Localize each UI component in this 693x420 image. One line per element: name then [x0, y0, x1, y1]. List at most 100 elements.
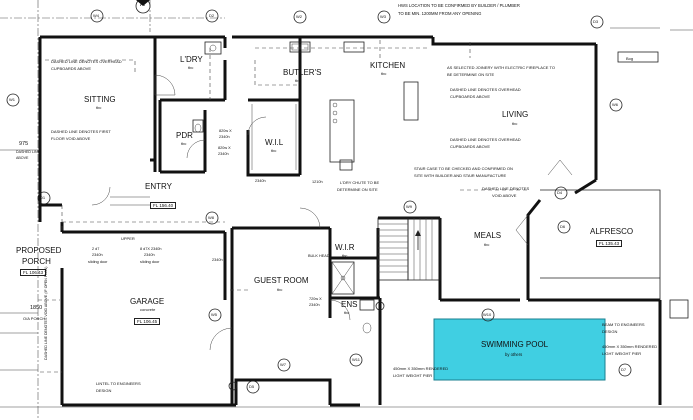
- dimension-oa-porch: O/A PORCH: [23, 316, 46, 321]
- note-ldry-chute-b: DETERMINE ON SITE: [337, 187, 378, 192]
- tag-d6: D6: [560, 224, 566, 229]
- note-pier-a: 450mm X 350mm RENDERED: [393, 366, 449, 371]
- note-hws-1: HWS LOCATION TO BE CONFIRMED BY BUILDER …: [398, 3, 520, 8]
- room-wir: W.I.R: [335, 243, 355, 252]
- tag-w8: W8: [208, 215, 214, 220]
- opening-pdr-2: 2340h: [219, 135, 230, 139]
- opening-entry-door: 2340h: [212, 258, 223, 262]
- opening-ens-2: 2340h: [309, 303, 320, 307]
- room-pdr-finish: tbc: [181, 141, 187, 146]
- note-pier-b: LIGHT WEIGHT PIER: [393, 373, 433, 378]
- note-void-a: DASHED LINE DENOTES: [482, 186, 530, 191]
- room-pdr: PDR: [176, 131, 193, 140]
- note-bulkhead: BULK HEAD: [308, 254, 330, 258]
- room-living-finish: tbc: [512, 121, 518, 126]
- note-lintel-a: LINTEL TO ENGINEERS: [96, 381, 141, 386]
- fixtures: [192, 41, 689, 334]
- interior-walls: [62, 37, 662, 405]
- room-meals: MEALS: [474, 231, 502, 240]
- note-overhead-2a: DASHED LINE DENOTES OVERHEAD: [450, 137, 521, 142]
- pool-title: SWIMMING POOL: [481, 340, 549, 349]
- note-first-floor-b: FLOOR VOID ABOVE: [51, 136, 91, 141]
- room-porch-line2: PORCH: [22, 257, 51, 266]
- swimming-pool: [433, 318, 606, 381]
- note-overhead-2b: CUPBOARDS ABOVE: [450, 144, 491, 149]
- tag-w6: W6: [612, 102, 618, 107]
- note-beam-d: LIGHT WEIGHT PIER: [602, 351, 642, 356]
- note-upper: UPPER: [121, 236, 135, 241]
- room-ens-finish: tbc: [344, 310, 350, 315]
- note-joinery-2: BE DETERMINE ON SITE: [447, 72, 495, 77]
- tag-w1: W1: [9, 97, 15, 102]
- tag-grid-a: A: [140, 1, 145, 8]
- tag-w10: W10: [483, 312, 492, 317]
- tag-w3: W3: [380, 14, 386, 19]
- opening-kitchen: 1210h: [312, 180, 323, 184]
- room-sitting-finish: tbc: [96, 105, 102, 110]
- opening-pdr-4: 2340h: [218, 152, 229, 156]
- note-stair-a: STAIR CASE TO BE CHECKED AND CONFIRMED O…: [414, 166, 513, 171]
- note-stair-b: SITE WITH BUILDER AND STAIR MANUFACTURE: [414, 173, 507, 178]
- note-overhead-1a: DASHED LINE DENOTES OVERHEAD: [450, 87, 521, 92]
- pool-subtitle: by others: [505, 352, 523, 357]
- tag-d1: D1: [40, 195, 46, 200]
- dimension-1850: 1850: [30, 305, 43, 311]
- room-butlers: BUTLER'S: [283, 68, 322, 77]
- room-porch-line1: PROPOSED: [16, 246, 62, 255]
- window-door-tags: [6, 0, 632, 394]
- tag-w4: W4: [93, 13, 99, 18]
- tag-w11: W11: [352, 357, 360, 362]
- note-garage-void: DASHED LINE DENOTES VOID ABOVE (IF OPEN …: [44, 266, 48, 360]
- canopy-note-c: ABOVE: [16, 156, 29, 160]
- note-sitting-overhead-b: CUPBOARDS ABOVE: [51, 66, 92, 71]
- staircase: [377, 217, 441, 281]
- room-porch-level: FL 106.43: [20, 269, 47, 276]
- tag-w9: W9: [406, 204, 412, 209]
- room-wil: W.I.L: [265, 138, 284, 147]
- opening-ens-1: 720w X: [309, 297, 322, 301]
- room-entry: ENTRY: [145, 182, 172, 191]
- opening-pdr-3: 820w X: [218, 146, 231, 150]
- opening-wil-window: 2340h: [255, 179, 266, 183]
- note-bbq: Bog: [626, 56, 634, 61]
- room-living: LIVING: [502, 110, 529, 119]
- opening-garage-door-2: 8 d7X 2340h: [140, 247, 162, 251]
- room-wir-finish: tbc: [342, 253, 348, 258]
- tag-w2: W2: [296, 14, 302, 19]
- opening-garage-door-1b: 2340h: [92, 253, 103, 257]
- canopy-note-a: DASHED LINE: [16, 150, 40, 154]
- room-ens: ENS: [341, 300, 358, 309]
- room-ldry-finish: tbc: [188, 65, 194, 70]
- room-guest-finish: tbc: [277, 287, 283, 292]
- dashed-overheads: [38, 40, 527, 373]
- tag-d5: D5: [249, 384, 255, 389]
- note-hws-2: TO BE MIN. 1200MM FROM ANY OPENING: [398, 11, 482, 16]
- tag-d2: D2: [209, 13, 215, 18]
- room-alfresco: ALFRESCO: [590, 227, 634, 236]
- room-garage: GARAGE: [130, 297, 165, 306]
- note-overhead-1b: CUPBOARDS ABOVE: [450, 94, 491, 99]
- room-guest: GUEST ROOM: [254, 276, 309, 285]
- room-alfresco-level: FL 135.43: [596, 240, 623, 247]
- note-beam-b: DESIGN: [602, 329, 618, 334]
- note-beam-c: 450mm X 350mm RENDERED: [602, 344, 658, 349]
- note-first-floor-a: DASHED LINE DENOTES FIRST: [51, 129, 111, 134]
- tag-d4: D4: [557, 190, 563, 195]
- note-void-b: VOID ABOVE: [492, 193, 517, 198]
- tag-d7: D7: [621, 367, 627, 372]
- room-kitchen: KITCHEN: [370, 61, 406, 70]
- room-sitting: SITTING: [84, 95, 116, 104]
- opening-garage-door-1c: sliding door: [88, 260, 108, 264]
- opening-garage-door-1: 2 d7: [92, 247, 100, 251]
- opening-pdr-1: 820w X: [219, 129, 232, 133]
- room-garage-finish: concrete: [140, 307, 156, 312]
- tag-w7: W7: [280, 362, 286, 367]
- door-swings: [91, 74, 573, 351]
- room-butlers-finish: tbc: [295, 78, 301, 83]
- opening-garage-door-2c: sliding door: [140, 260, 160, 264]
- room-kitchen-finish: tbc: [381, 71, 387, 76]
- dimension-975: 975: [19, 141, 29, 147]
